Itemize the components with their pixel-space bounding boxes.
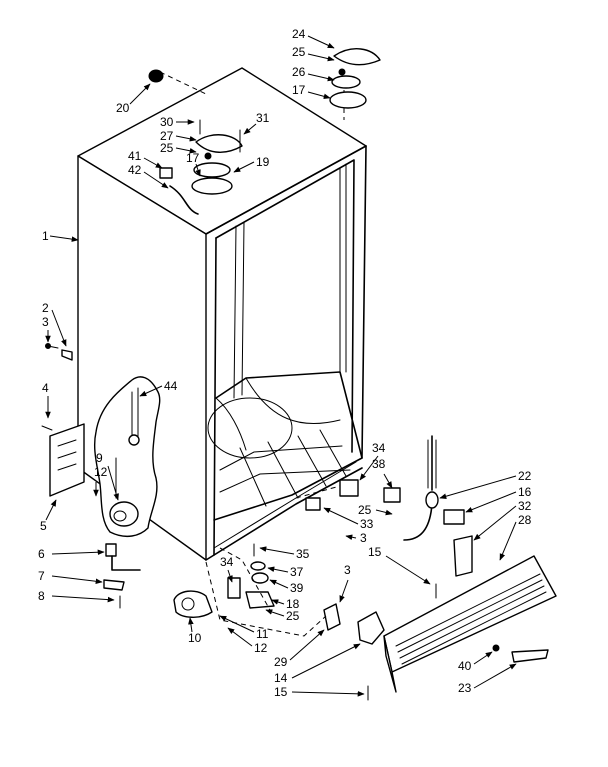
callout-25d: 25: [358, 503, 372, 517]
callout-25c: 25: [286, 609, 300, 623]
callout-16: 16: [518, 485, 532, 499]
part-6-7-8-tube-clip: [103, 543, 141, 609]
callout-40: 40: [458, 659, 472, 673]
part-34-38-thermostat: [295, 479, 401, 511]
callout-32: 32: [518, 499, 532, 513]
callout-10: 11: [256, 627, 269, 641]
callout-24: 24: [292, 27, 306, 41]
part-41-42-switch: [159, 167, 199, 215]
callout-9: 10: [188, 631, 202, 645]
part-29-grille: [383, 555, 557, 693]
compressor-section: [93, 376, 161, 538]
part-24-hinge-cover-right: [333, 48, 381, 66]
part-9-roller: [173, 590, 213, 618]
part-20-cap: [148, 69, 164, 83]
callout-3b: 3: [344, 563, 351, 577]
callout-1: 1: [42, 229, 49, 243]
part-28-clip: [323, 603, 341, 631]
callout-28: 29: [274, 655, 288, 669]
callout-12b: 12: [254, 641, 268, 655]
callout-3a: 3: [42, 315, 49, 329]
callout-17a: 17: [292, 83, 306, 97]
part-22-cord: [403, 435, 439, 541]
callout-34a: 34: [220, 555, 234, 569]
callout-31: 31: [256, 111, 270, 125]
callout-25a: 25: [292, 45, 306, 59]
callout-12a: 12: [94, 465, 108, 479]
part-15-screws: [367, 583, 437, 701]
callout-37: 37: [290, 565, 304, 579]
part-26-hinge-right: [329, 68, 367, 109]
part-35-39-leveler: [227, 543, 275, 609]
part-19-hinge-left: [191, 119, 241, 195]
callout-35: 35: [296, 547, 310, 561]
callout-44: 44: [164, 379, 178, 393]
part-2-clip: [45, 343, 73, 361]
callout-5: 5: [40, 519, 47, 533]
callout-42: 42: [128, 163, 142, 177]
callout-19: 19: [256, 155, 270, 169]
callout-11: 9: [96, 451, 103, 465]
callout-6: 6: [38, 547, 45, 561]
callout-18: 18: [286, 597, 300, 611]
callout-14: 14: [274, 671, 288, 685]
part-16-32-blocks: [443, 509, 473, 577]
callout-30: 30: [160, 115, 174, 129]
callout-34b: 34: [372, 441, 386, 455]
part-40-23-screw-slide: [492, 644, 549, 663]
callout-15b: 15: [368, 545, 382, 559]
callout-2: 2: [42, 301, 49, 315]
callout-8: 8: [38, 589, 45, 603]
part-14-bracket: [357, 611, 385, 645]
callout-20: 20: [116, 101, 130, 115]
callout-33: 33: [360, 517, 374, 531]
callout-7: 7: [38, 569, 45, 583]
callout-22: 22: [518, 469, 532, 483]
callout-39: 39: [290, 581, 304, 595]
part-5-bracket: [41, 423, 85, 497]
callout-26: 26: [292, 65, 306, 79]
callout-17b: 17: [186, 151, 200, 165]
callout-25b: 25: [160, 141, 174, 155]
callout-41: 41: [128, 149, 142, 163]
part-27-hinge-cover-left: [195, 134, 243, 153]
callout-23: 23: [458, 681, 472, 695]
callout-38: 38: [372, 457, 386, 471]
callout-4: 4: [42, 381, 49, 395]
callout-3c: 3: [360, 531, 367, 545]
callout-15a: 15: [274, 685, 288, 699]
callout-29: 28: [518, 513, 532, 527]
callout-27: 27: [160, 129, 174, 143]
callouts: 20 24 25 26 17 30 27 25 31 19 41 17 42 1…: [38, 27, 532, 699]
